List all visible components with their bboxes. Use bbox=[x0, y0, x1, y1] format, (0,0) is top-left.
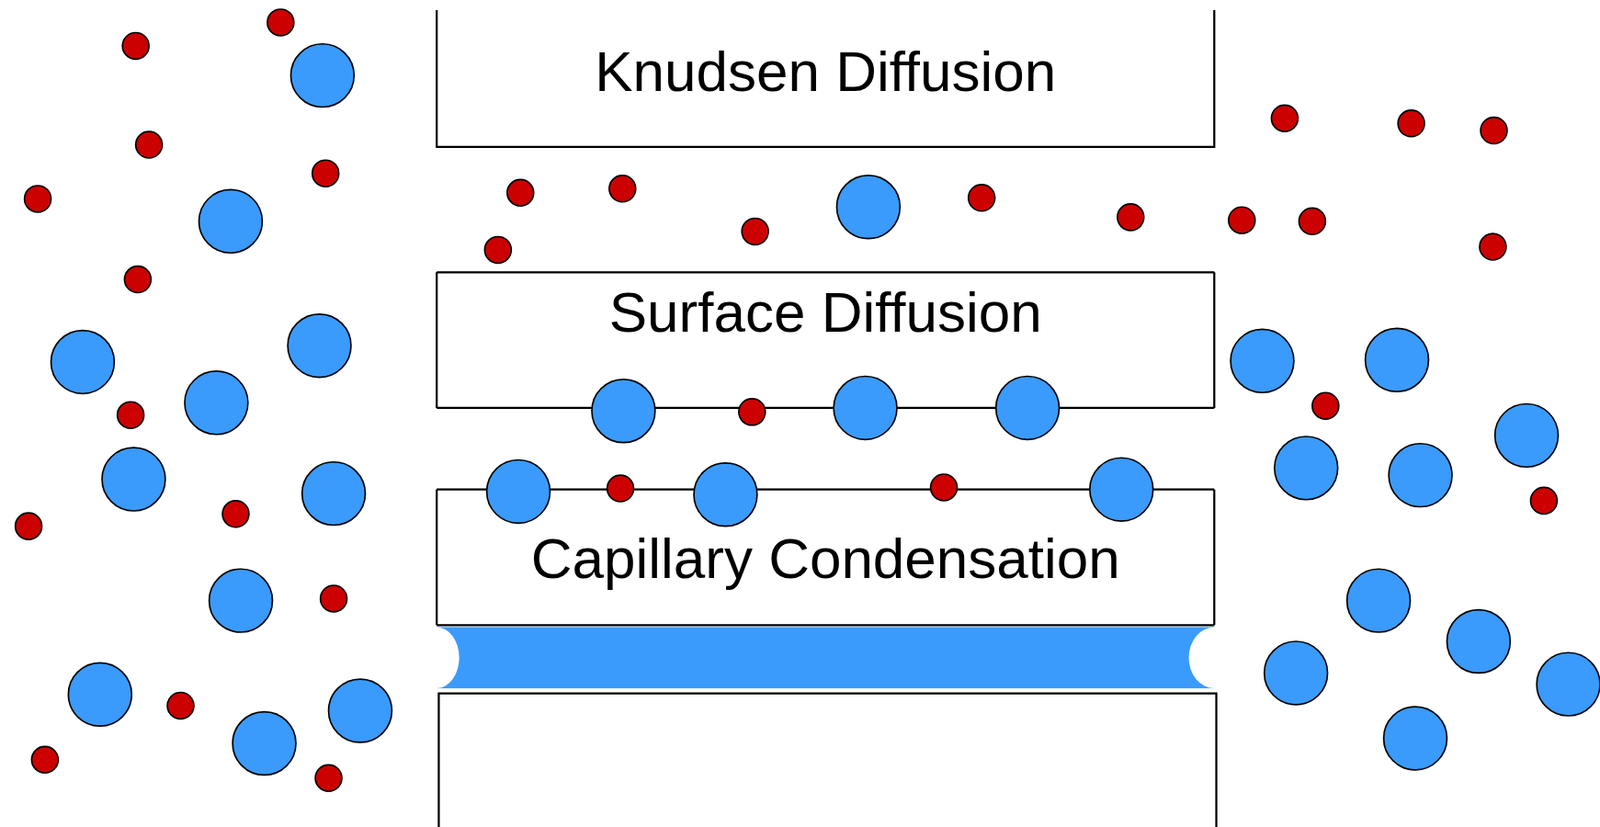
large-molecule bbox=[1347, 568, 1411, 633]
condensed-liquid bbox=[414, 626, 1240, 689]
large-molecule bbox=[287, 314, 352, 378]
large-molecule bbox=[1274, 436, 1339, 500]
large-molecule bbox=[1230, 329, 1294, 393]
large-molecule bbox=[833, 375, 897, 440]
small-molecule bbox=[1480, 117, 1508, 145]
pore-wall-label: Capillary Condensation bbox=[427, 525, 1224, 591]
wall-label-text: Capillary Condensation bbox=[427, 525, 1224, 591]
large-molecule bbox=[102, 447, 166, 511]
small-molecule bbox=[222, 500, 250, 528]
large-molecule bbox=[209, 568, 273, 633]
large-molecule bbox=[836, 175, 900, 239]
wall-label-text: Surface Diffusion bbox=[427, 279, 1224, 345]
small-molecule bbox=[31, 746, 58, 773]
small-molecule bbox=[1270, 104, 1298, 132]
large-molecule bbox=[487, 459, 551, 523]
small-molecule bbox=[738, 398, 766, 426]
large-molecule bbox=[68, 662, 132, 727]
large-molecule bbox=[1388, 443, 1453, 508]
small-molecule bbox=[507, 179, 534, 206]
large-molecule bbox=[1089, 457, 1154, 522]
pore-wall-label: Surface Diffusion bbox=[427, 279, 1224, 345]
small-molecule bbox=[1530, 487, 1557, 514]
large-molecule bbox=[51, 330, 115, 395]
large-molecule bbox=[591, 379, 656, 443]
small-molecule bbox=[117, 401, 145, 429]
small-molecule bbox=[1117, 204, 1145, 231]
large-molecule bbox=[1536, 652, 1600, 716]
large-molecule bbox=[184, 371, 249, 435]
small-molecule bbox=[1228, 206, 1256, 234]
small-molecule bbox=[1479, 233, 1507, 261]
small-molecule bbox=[24, 185, 52, 213]
small-molecule bbox=[167, 692, 194, 720]
large-molecule bbox=[1264, 641, 1328, 705]
small-molecule bbox=[267, 9, 295, 36]
small-molecule bbox=[1298, 207, 1326, 235]
large-molecule bbox=[1495, 403, 1559, 467]
small-molecule bbox=[741, 217, 769, 245]
small-molecule bbox=[320, 585, 348, 613]
large-molecule bbox=[290, 44, 354, 108]
pore-walls bbox=[436, 10, 1216, 827]
small-molecule bbox=[609, 175, 636, 203]
molecules bbox=[15, 9, 1600, 792]
large-molecule bbox=[996, 375, 1060, 440]
large-molecule bbox=[232, 712, 296, 776]
pore-wall-label: Knudsen Diffusion bbox=[427, 38, 1224, 104]
small-molecule bbox=[930, 474, 958, 501]
small-molecule bbox=[312, 159, 340, 187]
large-molecule bbox=[693, 463, 758, 527]
small-molecule bbox=[122, 33, 149, 60]
small-molecule bbox=[484, 236, 511, 263]
large-molecule bbox=[1365, 328, 1430, 392]
small-molecule bbox=[315, 764, 342, 792]
large-molecule bbox=[329, 679, 393, 743]
large-molecule bbox=[302, 462, 366, 526]
small-molecule bbox=[1312, 392, 1340, 420]
large-molecule bbox=[1384, 706, 1448, 771]
small-molecule bbox=[15, 512, 43, 540]
small-molecule bbox=[136, 131, 163, 159]
large-molecule bbox=[1446, 610, 1510, 674]
small-molecule bbox=[968, 184, 996, 212]
large-molecule bbox=[199, 189, 263, 253]
small-molecule bbox=[1397, 110, 1425, 137]
small-molecule bbox=[607, 475, 635, 502]
small-molecule bbox=[124, 266, 151, 294]
wall-label-text: Knudsen Diffusion bbox=[427, 38, 1224, 104]
